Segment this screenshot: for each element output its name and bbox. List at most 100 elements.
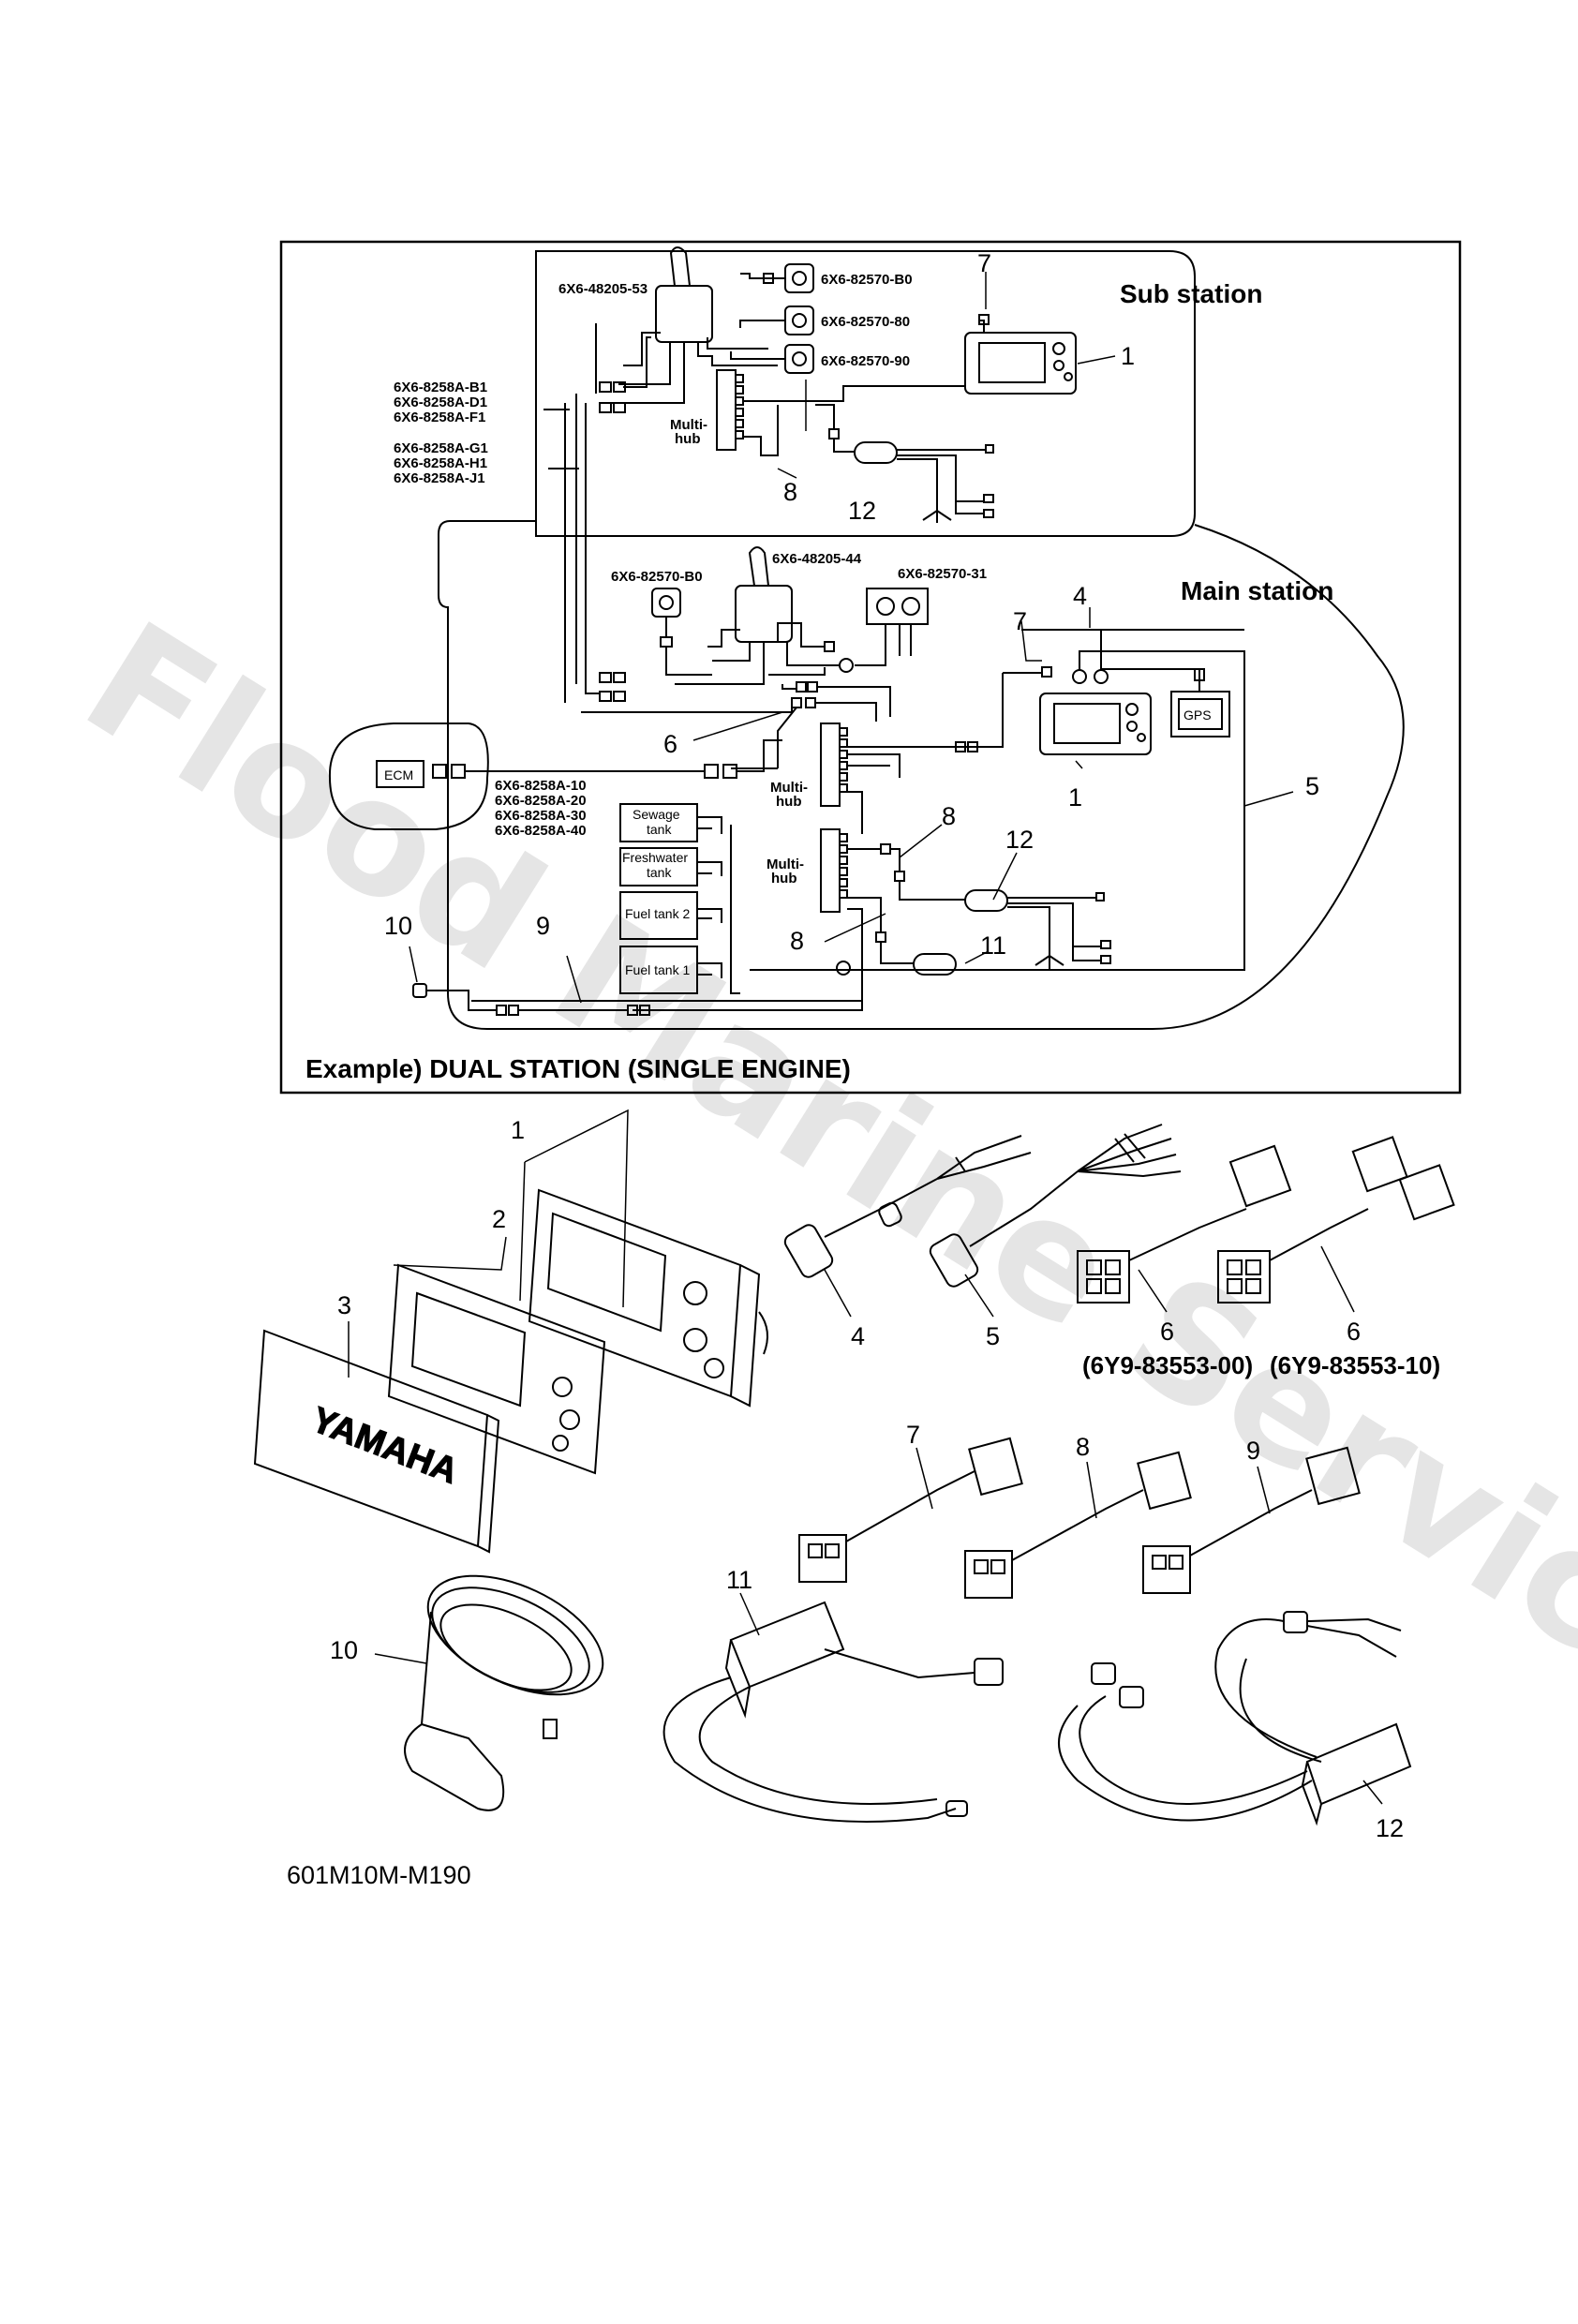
ecm-module — [328, 723, 782, 830]
gps-label: GPS — [1184, 708, 1212, 723]
main-multihub-1 — [820, 673, 1004, 834]
cable-7 — [798, 1437, 1023, 1583]
callout-bottom-8: 8 — [1076, 1433, 1090, 1461]
sub-station-label: Sub station — [1120, 279, 1262, 308]
harness-12-bottom — [1058, 1611, 1412, 1826]
main-wiring — [656, 667, 891, 769]
sub-switch-b0-part-number: 6X6-82570-B0 — [821, 272, 913, 288]
callout-bottom-6b: 6 — [1347, 1318, 1361, 1346]
sub-switch-90-part-number: 6X6-82570-90 — [821, 353, 910, 369]
bottom-leaders-45 — [824, 1269, 994, 1318]
main-switch-b0 — [651, 588, 712, 676]
main-key-switch — [839, 588, 929, 673]
tank-sewage-line1: Sewage — [633, 807, 680, 822]
harness-a-line1: 6X6-8258A-B1 — [394, 380, 487, 395]
engine-harness-line2: 6X6-8258A-20 — [495, 793, 587, 809]
cable-6b — [1217, 1136, 1455, 1304]
diagram-frame — [279, 240, 1462, 1095]
bottom-leader-10 — [374, 1653, 427, 1664]
sub-remote-control — [600, 246, 778, 404]
sub-multihub — [716, 369, 844, 456]
figure-id: 601M10M-M190 — [287, 1861, 471, 1889]
main-multihub-2-label: Multi- — [767, 857, 804, 872]
callout-top-4: 4 — [1073, 582, 1087, 610]
callout-bottom-11: 11 — [726, 1566, 752, 1594]
callout-bottom-1: 1 — [511, 1116, 525, 1144]
tank-fuel1-label: Fuel tank 1 — [625, 962, 690, 977]
boat-hull-outline — [438, 520, 1405, 1030]
watermark-text: Flood Marine Services — [54, 588, 1578, 1796]
main-switch-b0-part-number: 6X6-82570-B0 — [611, 569, 703, 585]
cable-4 — [783, 1135, 1032, 1278]
ecm-label: ECM — [384, 767, 413, 782]
cable-6a — [1077, 1144, 1292, 1304]
display-bezel — [387, 1263, 606, 1475]
sub-multihub-label-2: hub — [675, 431, 701, 447]
bottom-leaders-123 — [348, 1109, 629, 1378]
callout-bottom-2: 2 — [492, 1205, 506, 1233]
callout-top-11: 11 — [980, 931, 1006, 960]
sub-switch-80-part-number: 6X6-82570-80 — [821, 314, 910, 330]
callout-top-9: 9 — [536, 912, 550, 940]
callout-bottom-5: 5 — [986, 1322, 1000, 1350]
tank-fresh-line1: Freshwater — [622, 850, 688, 865]
cover-brand-text: YAMAHA — [306, 1400, 463, 1492]
sub-harness-12 — [815, 404, 994, 523]
sub-switch-80 — [739, 305, 814, 335]
callout-top-8-b: 8 — [790, 927, 804, 955]
callout-top-5: 5 — [1305, 772, 1319, 800]
main-remote-part-number: 6X6-48205-44 — [772, 551, 862, 567]
bottom-leader-12 — [1362, 1780, 1383, 1805]
callout-bottom-7: 7 — [906, 1421, 920, 1449]
main-key-switch-part-number: 6X6-82570-31 — [898, 566, 987, 582]
harness-11 — [662, 1601, 1004, 1823]
display-unit-exploded — [528, 1188, 768, 1408]
callout-bottom-3: 3 — [337, 1291, 351, 1319]
callout-top-1-main: 1 — [1068, 783, 1082, 812]
main-display-unit — [750, 629, 1245, 971]
main-multihub-1-label: Multi- — [770, 780, 808, 796]
callout-bottom-12: 12 — [1376, 1814, 1404, 1842]
callout-top-12-sub: 12 — [848, 497, 876, 525]
harness-trunk — [543, 323, 656, 713]
callout-bottom-10: 10 — [330, 1636, 358, 1664]
callout-top-7-sub: 7 — [977, 249, 991, 277]
part6-number-a: (6Y9-83553-00) — [1082, 1351, 1253, 1379]
main-multihub-2 — [633, 828, 1111, 1011]
callout-bottom-9: 9 — [1246, 1437, 1260, 1465]
sub-switch-b0 — [740, 263, 814, 293]
callout-top-10: 10 — [384, 912, 412, 940]
engine-harness-line1: 6X6-8258A-10 — [495, 778, 587, 794]
display-cover — [253, 1329, 500, 1554]
cable-8 — [964, 1451, 1192, 1599]
tank-fresh-line2: tank — [647, 865, 672, 880]
main-remote-control — [675, 546, 839, 685]
main-station-label: Main station — [1181, 576, 1333, 605]
part6-number-b: (6Y9-83553-10) — [1270, 1351, 1440, 1379]
sub-switch-90 — [730, 344, 814, 374]
transducer-lead — [412, 983, 862, 1016]
callout-top-7-main: 7 — [1013, 607, 1027, 635]
harness-b-line3: 6X6-8258A-J1 — [394, 470, 485, 486]
harness-b-line1: 6X6-8258A-G1 — [394, 440, 488, 456]
harness-b-line2: 6X6-8258A-H1 — [394, 455, 487, 471]
sub-remote-part-number: 6X6-48205-53 — [558, 281, 648, 297]
callout-bottom-6a: 6 — [1160, 1318, 1174, 1346]
sub-station-outline — [535, 250, 1196, 537]
callout-top-8-a: 8 — [942, 802, 956, 830]
top-callouts — [409, 272, 1294, 1004]
bottom-leaders-789 — [916, 1447, 1271, 1519]
gps-unit — [1101, 668, 1230, 737]
callout-top-1-sub: 1 — [1121, 342, 1135, 370]
sub-multihub-label: Multi- — [670, 417, 707, 433]
callout-top-8-sub: 8 — [783, 478, 797, 506]
tank-senders — [619, 803, 740, 994]
callout-bottom-4: 4 — [851, 1322, 865, 1350]
tank-fuel2-label: Fuel tank 2 — [625, 906, 690, 921]
callout-top-6: 6 — [663, 730, 677, 758]
bottom-leader-11 — [739, 1592, 760, 1636]
cable-9 — [1142, 1446, 1361, 1594]
bottom-leaders-6 — [1138, 1245, 1355, 1313]
tank-sewage-line2: tank — [647, 822, 672, 837]
